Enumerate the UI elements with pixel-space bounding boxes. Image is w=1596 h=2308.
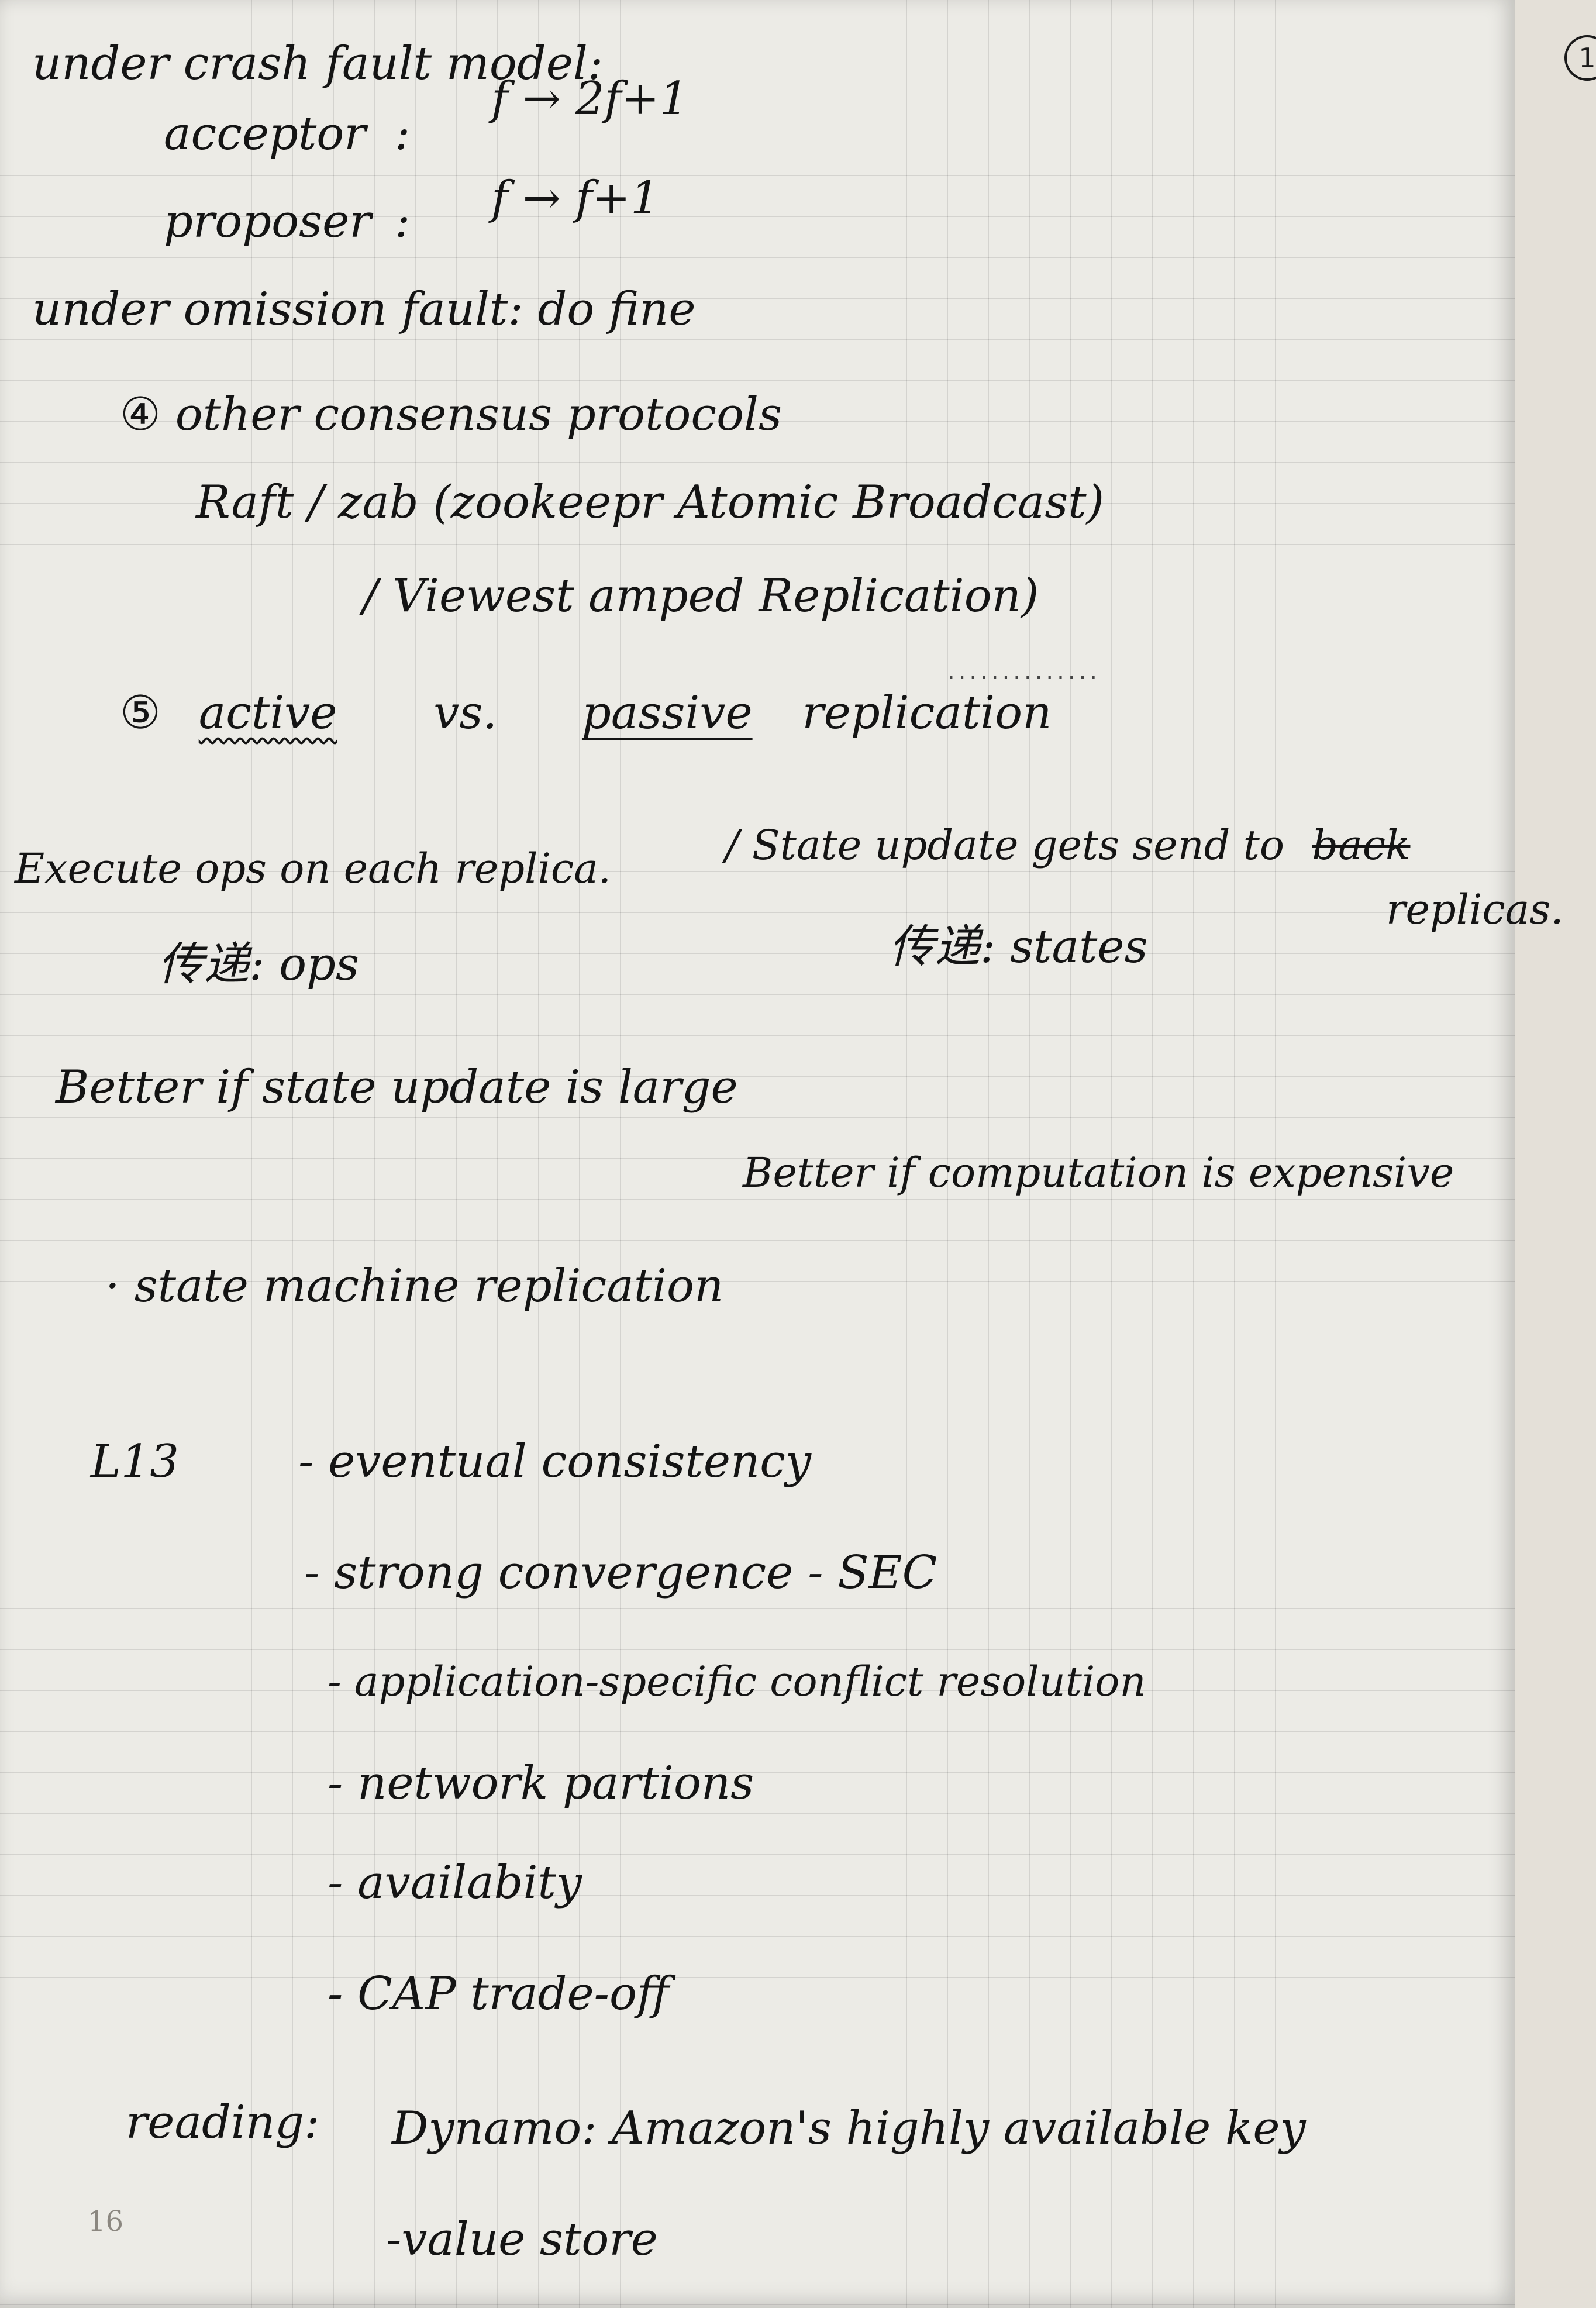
note-line-better-state-large: Better if state update is large (56, 1061, 738, 1114)
note-line-other-protocols: ④ other consensus protocols (120, 392, 782, 438)
adjacent-page-number: 1 (1564, 35, 1596, 81)
note-line-replicas: replicas. (1386, 886, 1564, 933)
note-text-struck-back: back (1312, 821, 1411, 869)
note-line-acceptor-label: acceptor (164, 108, 366, 160)
note-line-network-partions: - network partions (328, 1757, 754, 1810)
section-number-5: ⑤ (120, 687, 161, 739)
note-text-state-update: / State update gets send to (725, 821, 1285, 869)
note-line-pass-states: 传递: states (889, 921, 1148, 973)
note-line-acceptor-value: f → 2f+1 (491, 73, 689, 125)
section-number-4: ④ (120, 388, 161, 441)
note-text-vs: vs. (433, 687, 498, 739)
note-line-viewstamped: / Viewest amped Replication) (363, 570, 1039, 622)
note-line-omission-fault: under omission fault: do fine (32, 283, 696, 336)
note-text-passive: passive (581, 687, 753, 739)
page-number: 16 (88, 2205, 124, 2238)
note-text-active: active (198, 687, 337, 739)
note-text-other-protocols: other consensus protocols (175, 388, 783, 441)
note-line-state-update: / State update gets send to back (725, 825, 1410, 866)
note-line-value-store: -value store (386, 2213, 658, 2266)
note-line-availability: - availabity (328, 1856, 582, 1909)
note-line-reading-label: reading: (126, 2096, 320, 2149)
notebook-page: under crash fault model: acceptor : f → … (0, 0, 1564, 2308)
note-text-replication: replication (802, 687, 1052, 739)
note-line-cap-tradeoff: - CAP trade-off (328, 1968, 670, 2020)
note-line-active-passive: ⑤ active vs. passive replication (120, 690, 1052, 736)
lecture-tag-l13: L13 (91, 1435, 180, 1488)
note-line-execute-ops: Execute ops on each replica. (15, 845, 612, 893)
note-line-dynamo: Dynamo: Amazon's highly available key (392, 2102, 1306, 2155)
note-line-better-computation: Better if computation is expensive (743, 1149, 1454, 1197)
note-line-eventual-consistency: - eventual consistency (298, 1435, 811, 1488)
note-line-crash-fault-heading: under crash fault model: (32, 37, 604, 90)
note-line-pass-ops: 传递: ops (158, 938, 359, 991)
note-line-conflict-resolution: - application-specific conflict resoluti… (328, 1658, 1146, 1706)
note-line-proposer-value: f → f+1 (491, 172, 660, 225)
faint-dots: .............. (947, 658, 1101, 685)
note-line-proposer-colon: : (395, 195, 411, 248)
note-line-acceptor-colon: : (395, 108, 411, 160)
note-line-strong-convergence: - strong convergence - SEC (304, 1546, 937, 1599)
note-line-proposer-label: proposer (164, 195, 371, 248)
note-line-state-machine-replication: · state machine replication (105, 1260, 724, 1313)
note-line-raft-zab: Raft / zab (zookeepr Atomic Broadcast) (196, 476, 1105, 529)
